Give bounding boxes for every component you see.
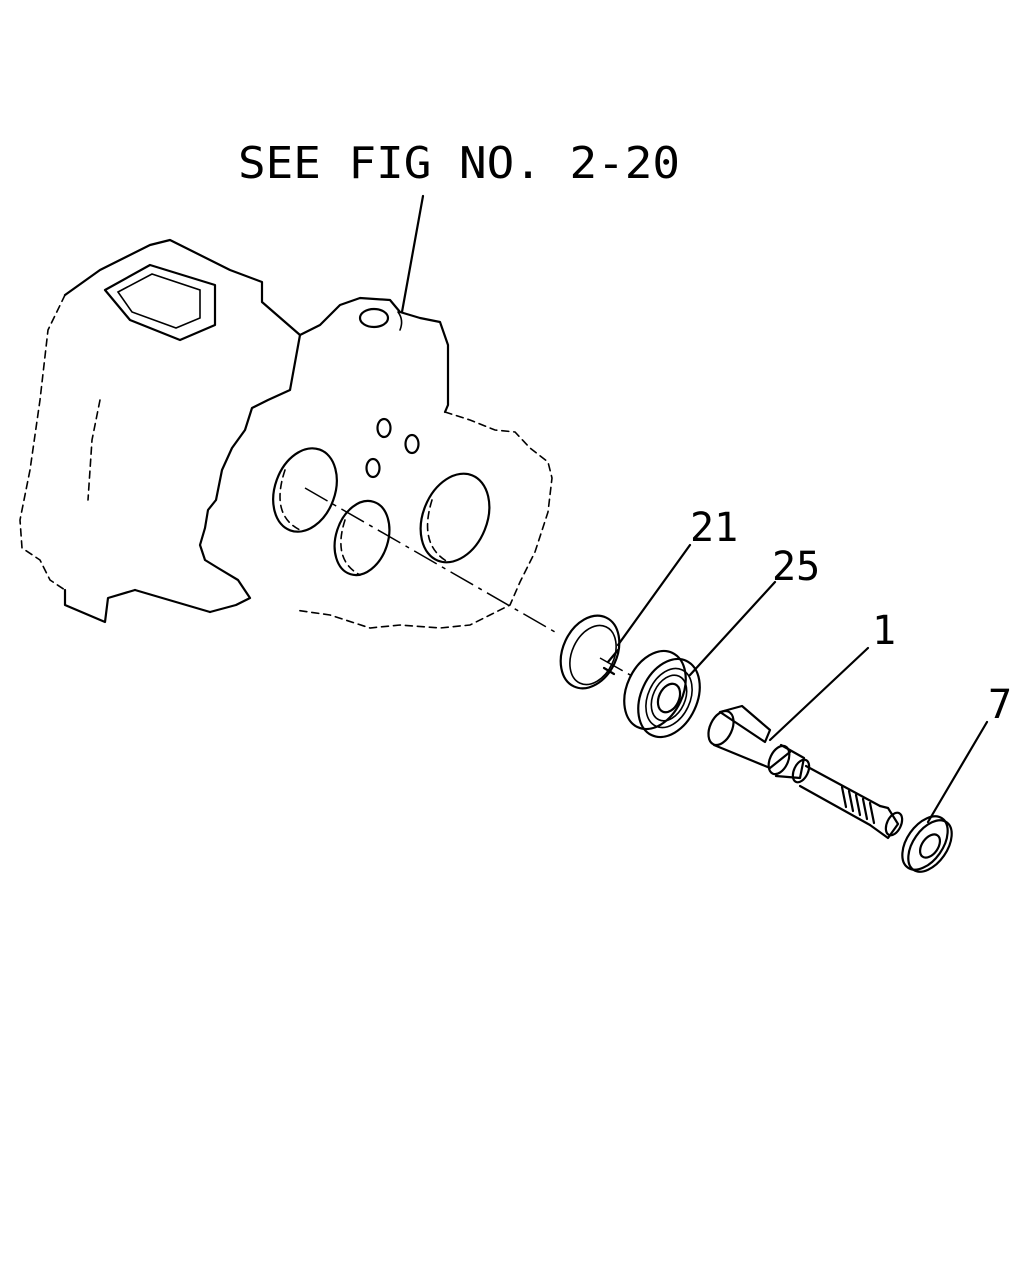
washer-part — [901, 815, 953, 873]
shaft-part — [707, 704, 904, 840]
transmission-housing — [19, 238, 553, 629]
assembly-center-line-2 — [599, 657, 633, 677]
callout-1: 1 — [768, 608, 896, 742]
callout-25: 25 — [688, 544, 820, 677]
reference-note: SEE FIG NO. 2-20 — [238, 138, 680, 189]
assembly-center-line — [304, 487, 556, 633]
callout-label-21: 21 — [690, 505, 738, 551]
callout-21: 21 — [616, 505, 738, 647]
snap-ring-part — [559, 614, 621, 690]
callout-label-7: 7 — [988, 682, 1012, 728]
reference-leader-line — [400, 194, 425, 314]
ball-bearing-part — [623, 649, 701, 739]
callout-7: 7 — [926, 682, 1012, 824]
callout-label-1: 1 — [872, 608, 896, 654]
callout-label-25: 25 — [772, 544, 820, 590]
